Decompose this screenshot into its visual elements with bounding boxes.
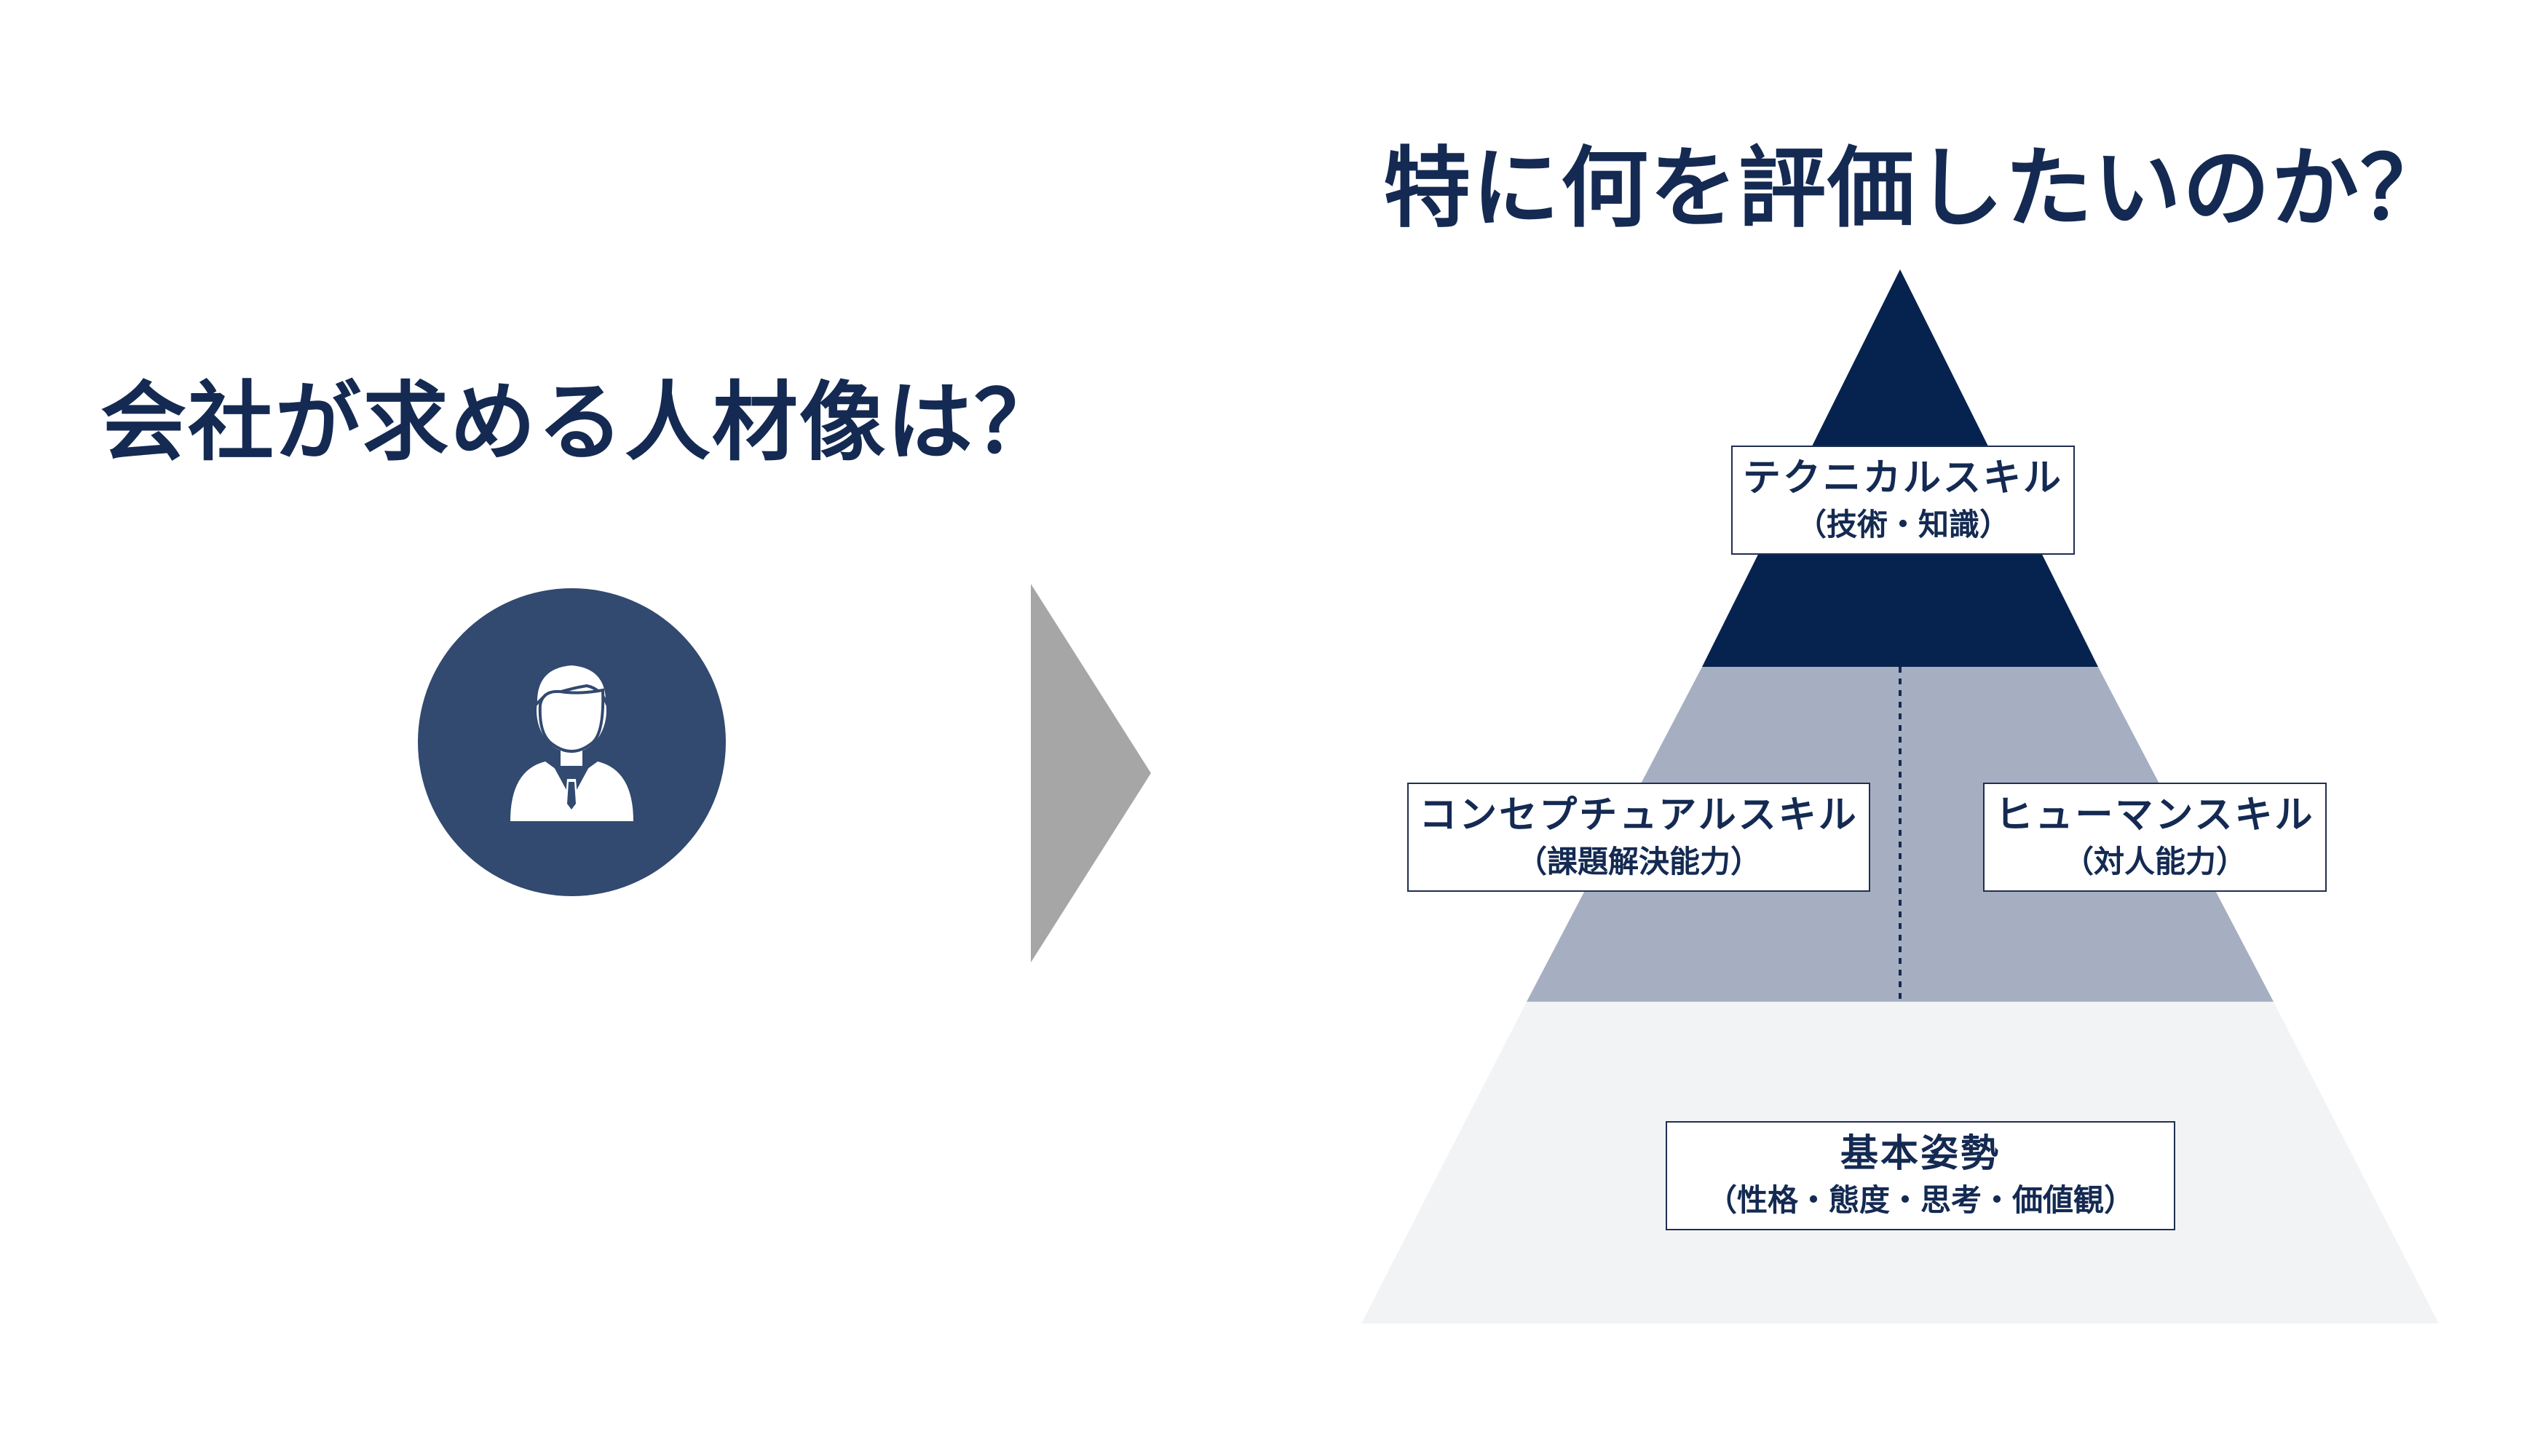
- left-title: 会社が求める人材像は？: [100, 372, 1062, 472]
- right-title: 特に何を評価したいのか？: [1383, 138, 2449, 240]
- pyramid-label-technical: テクニカルスキル （技術・知識）: [1731, 446, 2075, 555]
- technical-skill-label: テクニカルスキル: [1742, 456, 2063, 500]
- avatar: [418, 588, 726, 896]
- businessman-icon: [510, 662, 633, 821]
- pyramid-label-basic: 基本姿勢 （性格・態度・思考・価値観）: [1666, 1121, 2175, 1230]
- human-skill-label: ヒューマンスキル: [1995, 794, 2315, 837]
- human-skill-sublabel: （対人能力）: [2062, 844, 2247, 879]
- conceptual-skill-label: コンセプチュアルスキル: [1419, 794, 1859, 837]
- basic-attitude-label: 基本姿勢: [1840, 1132, 2001, 1176]
- conceptual-skill-sublabel: （課題解決能力）: [1516, 844, 1761, 879]
- pyramid-label-human: ヒューマンスキル （対人能力）: [1983, 783, 2327, 892]
- basic-attitude-sublabel: （性格・態度・思考・価値観）: [1706, 1182, 2134, 1218]
- technical-skill-sublabel: （技術・知識）: [1795, 507, 2010, 542]
- pyramid-label-conceptual: コンセプチュアルスキル （課題解決能力）: [1407, 783, 1870, 892]
- arrow-right-icon: [1031, 584, 1151, 962]
